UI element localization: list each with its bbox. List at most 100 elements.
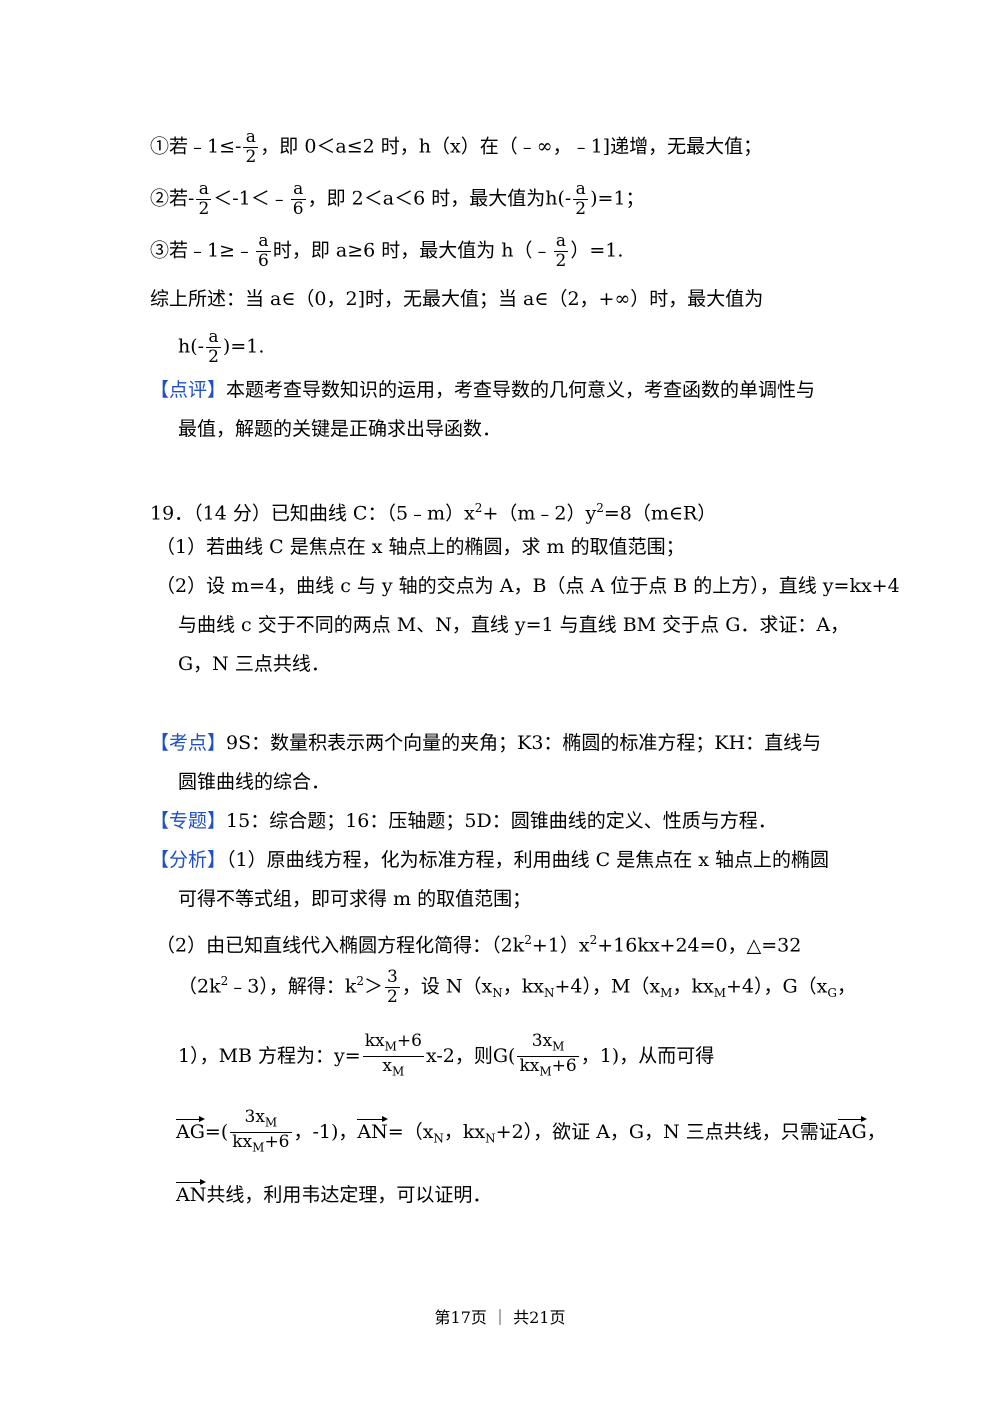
text: 9S：数量积表示两个向量的夹角；K3：椭圆的标准方程；KH：直线与 [226,732,822,754]
denominator: 6 [292,199,304,219]
text: =（x [387,1120,434,1143]
text: h(- [178,335,205,358]
text: +（m﹣2）y [482,502,597,525]
text: ， [836,975,856,998]
knowledge-point-line-2: 圆锥曲线的综合． [178,771,331,793]
summary-line: 综上所述：当 a∈（0，2]时，无最大值；当 a∈（2，+∞）时，最大值为 [150,288,764,310]
topic-line: 【专题】15：综合题；16：压轴题；5D：圆锥曲线的定义、性质与方程． [150,806,777,836]
text: （1）原曲线方程，化为标准方程，利用曲线 C 是焦点在 x 轴点上的椭圆 [226,849,830,871]
numerator: a [290,180,306,200]
comment-line-2: 最值，解题的关键是正确求出导函数． [178,418,502,440]
text: （2）由已知直线代入椭圆方程化简得：（2k [156,934,525,957]
numerator: 3xM [517,1032,579,1058]
vector-an: AN [357,1115,389,1143]
superscript: 2 [220,974,229,988]
superscript: 2 [356,974,364,988]
text: 本题考查导数知识的运用，考查导数的几何意义，考查函数的单调性与 [226,379,816,401]
analysis-line-7: AN共线，利用韦达定理，可以证明． [176,1178,491,1210]
analysis-line-3: （2）由已知直线代入椭圆方程化简得：（2k2+1）x2+16kx+24=0，△=… [156,925,801,960]
text: k [344,975,357,998]
text: +6 [551,1056,577,1077]
text: =8（m∈R） [603,502,717,525]
text: ③若﹣1≥﹣ [150,239,255,262]
comment-tag: 【点评】 [150,379,227,401]
vector-an: AN [176,1178,207,1206]
subscript: M [264,1115,278,1130]
denominator: 2 [208,347,219,367]
subscript: G [827,986,837,1001]
text: =( [204,1120,229,1143]
text: 15：综合题；16：压轴题；5D：圆锥曲线的定义、性质与方程． [226,810,777,832]
text: ，设 N（x [401,975,493,998]
text: x [382,1056,392,1077]
text: +6 [264,1132,290,1153]
text: )=1； [590,187,645,210]
superscript: 2 [474,501,483,515]
vector-ag: AG [176,1115,205,1143]
question-19-part-2: （2）设 m=4，曲线 c 与 y 轴的交点为 A，B（点 A 位于点 B 的上… [156,575,900,597]
denominator: 2 [387,986,398,1007]
text: +4），M（x [554,975,661,998]
text: ②若 [150,187,189,210]
text: +16kx+24=0，△=32 [597,934,802,957]
text: - [235,135,242,158]
numerator: a [243,128,259,148]
text: ，kx [672,975,714,998]
text: ，-1)， [293,1120,358,1143]
text: kx [519,1056,540,1077]
numerator: a [573,180,589,200]
text: +6 [396,1031,422,1051]
question-19-part-1: （1）若曲线 C 是焦点在 x 轴点上的椭圆，求 m 的取值范围； [156,536,685,558]
text: ﹣1≤ [188,135,236,158]
text: ，kx [443,1120,486,1143]
text: ）=1. [570,239,624,262]
numerator: a [196,180,212,200]
text: ，kx [502,975,544,998]
subscript: M [384,1039,397,1054]
text: G( [492,1044,516,1067]
denominator: xM [363,1057,424,1081]
text: x-2，则 [425,1044,493,1067]
denominator: kxM+6 [517,1057,578,1081]
text: - [188,187,195,210]
text: 19．（14 分）已知曲线 C：（5﹣m）x [150,502,475,525]
text: +4），G（x [725,975,828,998]
subscript: M [391,1064,405,1079]
text: ，1)，从而可得 [580,1044,715,1067]
numerator: a [553,232,569,252]
subscript: N [433,1131,444,1146]
numerator: 3 [385,966,400,988]
analysis-line-2: 可得不等式组，即可求得 m 的取值范围； [178,888,532,910]
knowledge-tag: 【考点】 [150,732,227,754]
text: ，即 2＜a＜6 时，最大值为 [307,187,546,210]
comment-line: 【点评】本题考查导数知识的运用，考查导数的几何意义，考查函数的单调性与 [150,375,815,405]
question-19-part-2-cont: 与曲线 c 交于不同的两点 M、N，直线 y=1 与直线 BM 交于点 G．求证… [178,614,850,636]
text: ﹣3），解得： [228,975,345,998]
question-19-title: 19．（14 分）已知曲线 C：（5﹣m）x2+（m﹣2）y2=8（m∈R） [150,493,716,528]
denominator: 2 [575,199,587,219]
analysis-line: 【分析】（1）原曲线方程，化为标准方程，利用曲线 C 是焦点在 x 轴点上的椭圆 [150,845,829,875]
denominator: 2 [555,251,567,271]
text: ， [866,1120,886,1143]
denominator: 2 [245,147,257,167]
subscript: N [543,986,555,1001]
knowledge-point-line: 【考点】9S：数量积表示两个向量的夹角；K3：椭圆的标准方程；KH：直线与 [150,728,821,758]
subscript: M [660,986,673,1001]
denominator: 6 [258,251,269,271]
text: ，即 0＜a≤2 时，h（x）在（﹣∞，﹣1]递增，无最大值； [260,135,763,158]
numerator: kxM+6 [362,1031,424,1058]
text: +1）x [531,934,590,957]
